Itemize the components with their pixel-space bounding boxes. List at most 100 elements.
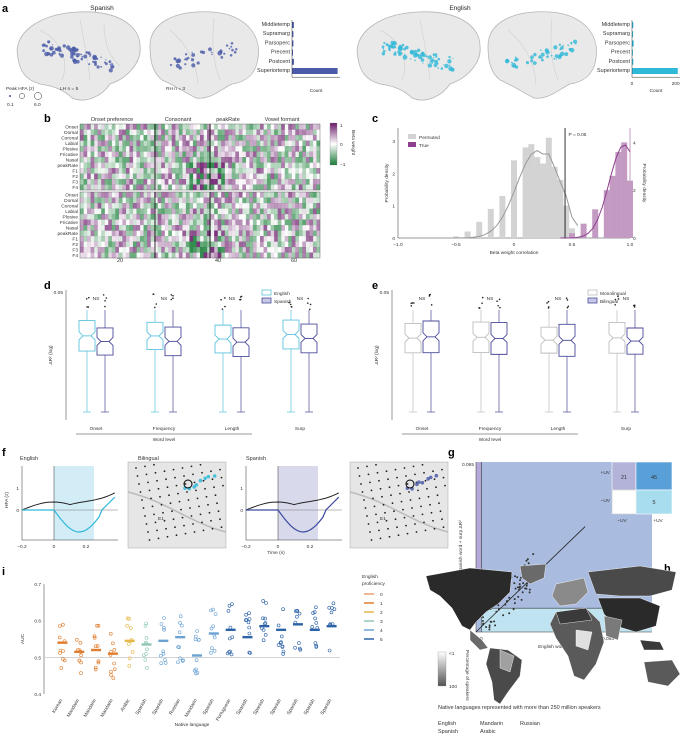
auc-point xyxy=(226,609,231,613)
electrode-label: E1 xyxy=(380,516,386,522)
heatmap-cell xyxy=(274,124,278,130)
heatmap-cell xyxy=(119,247,123,253)
heatmap-cell xyxy=(90,219,95,226)
scatter-point xyxy=(517,595,520,598)
heatmap-cell xyxy=(221,168,225,174)
scatter-point xyxy=(519,576,522,579)
heatmap-cell xyxy=(316,236,321,242)
heatmap-cell xyxy=(122,135,127,141)
grid-electrode xyxy=(438,502,440,505)
grid-electrode xyxy=(381,495,383,498)
heatmap-cell xyxy=(207,225,211,231)
heatmap-cell xyxy=(189,124,194,130)
auc-point xyxy=(78,640,83,645)
heatmap-cell xyxy=(277,208,282,215)
heatmap-cell xyxy=(97,252,102,259)
heatmap-cell xyxy=(309,208,314,215)
heatmap-cell xyxy=(217,129,222,136)
heatmap-cell xyxy=(267,124,271,130)
heatmap-cell xyxy=(207,151,211,158)
heatmap-cell xyxy=(171,151,176,158)
electrode-dot xyxy=(393,45,397,49)
heatmap-cell xyxy=(83,151,88,158)
electrode-dot xyxy=(430,60,432,62)
heatmap-cell xyxy=(267,208,271,215)
heatmap-cell xyxy=(185,135,190,141)
heatmap-cell xyxy=(288,162,292,169)
heatmap-cell xyxy=(221,146,225,152)
heatmap-cell xyxy=(224,140,229,147)
heatmap-cell xyxy=(136,146,141,152)
heatmap-cell xyxy=(143,247,148,253)
outlier xyxy=(617,295,619,298)
heatmap-cell xyxy=(256,252,261,259)
heatmap-cell xyxy=(192,225,197,231)
grid-electrode xyxy=(145,523,148,525)
heatmap-cell xyxy=(210,197,215,204)
auc-point xyxy=(96,623,101,628)
heatmap-cell xyxy=(150,214,155,220)
heatmap-cell xyxy=(140,135,144,141)
auc-point xyxy=(159,653,163,658)
inset-count-tl: 21 xyxy=(621,475,627,481)
heatmap-cell xyxy=(129,140,134,147)
heatmap-cell xyxy=(157,135,162,141)
header-consonant: Consonant xyxy=(165,117,192,123)
y-tick: 0 xyxy=(240,508,243,514)
heatmap-cell xyxy=(132,252,137,259)
grid-electrode xyxy=(357,467,359,469)
grid-electrode xyxy=(141,499,143,501)
electrodes-english-rh xyxy=(504,39,578,69)
auc-point xyxy=(145,665,149,670)
y-tick: 0.5 xyxy=(34,655,41,661)
electrode-dot xyxy=(45,44,48,48)
inset-cell-br xyxy=(635,489,673,515)
heatmap-cell xyxy=(252,184,257,191)
auc-point xyxy=(213,612,218,616)
heatmap-cell xyxy=(157,225,162,231)
cbar-tick-low: <1 xyxy=(449,651,455,657)
heatmap-cell xyxy=(150,184,155,191)
heatmap-cell xyxy=(274,192,278,198)
heatmap-cell xyxy=(295,241,299,248)
x-tick: −0.2 xyxy=(241,544,251,550)
heatmap-cell xyxy=(111,151,116,158)
language-label: Korean xyxy=(51,698,64,715)
heatmap-cell xyxy=(200,140,204,147)
grid-electrode xyxy=(211,527,214,530)
heatmap-cell xyxy=(192,135,197,141)
heatmap-cell xyxy=(291,247,296,253)
heatmap-cell xyxy=(245,124,250,130)
outlier xyxy=(155,303,158,305)
heatmap-cell xyxy=(263,192,268,198)
heatmap-cell xyxy=(168,236,172,242)
grid-electrode xyxy=(376,471,379,474)
heatmap-cell xyxy=(277,162,282,169)
y-tick-left: 2 xyxy=(392,171,395,177)
heatmap-cell xyxy=(157,241,162,248)
heatmap-cell xyxy=(217,168,222,174)
heatmap-cell xyxy=(256,135,261,141)
heatmap-cell xyxy=(129,168,133,174)
heatmap-cell xyxy=(288,252,292,259)
heatmap-cell xyxy=(249,225,254,231)
ns-label: NS xyxy=(297,296,304,302)
auc-point xyxy=(261,638,266,643)
heatmap-cell xyxy=(80,208,84,215)
heatmap-cell xyxy=(175,184,179,191)
heatmap-cell xyxy=(277,151,282,158)
heatmap-cell xyxy=(168,192,172,198)
heatmap-cell xyxy=(175,179,179,185)
heatmap-cell xyxy=(101,146,105,152)
y-tick-right: 0 xyxy=(633,236,636,242)
heatmap-cell xyxy=(97,184,102,191)
heatmap-cell xyxy=(125,179,130,185)
heatmap-cell xyxy=(182,179,187,185)
heatmap-cell xyxy=(217,230,222,237)
language-label: Mandarin xyxy=(83,698,98,719)
grid-electrode xyxy=(184,483,187,485)
bar-xlabel: Count xyxy=(650,88,663,94)
auc-mean-bar xyxy=(107,652,118,655)
heatmap-cell xyxy=(143,168,148,174)
heatmap-cell xyxy=(182,192,187,198)
